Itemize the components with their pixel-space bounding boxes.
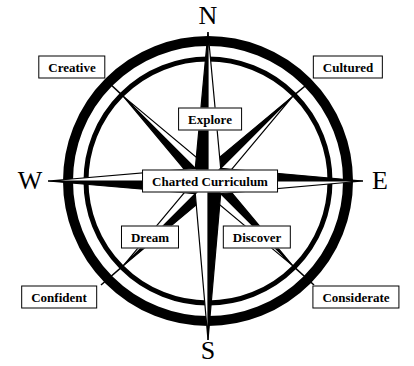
compass-direction: N bbox=[199, 2, 218, 30]
leader-ray bbox=[293, 82, 310, 96]
compass-direction: E bbox=[372, 167, 388, 195]
value-box: Explore bbox=[178, 108, 242, 131]
value-box: Cultured bbox=[313, 56, 383, 79]
box-label: Cultured bbox=[323, 60, 373, 75]
value-box: Considerate bbox=[312, 286, 399, 309]
box-label: Explore bbox=[188, 112, 232, 127]
value-box: Creative bbox=[38, 56, 105, 79]
leader-ray bbox=[108, 82, 123, 96]
star-point bbox=[195, 181, 208, 340]
star-point bbox=[208, 181, 221, 340]
value-box: Discover bbox=[223, 226, 291, 249]
compass-direction: W bbox=[18, 167, 43, 195]
compass-direction: S bbox=[201, 337, 215, 365]
value-box: Dream bbox=[121, 226, 179, 249]
value-box: Charted Curriculum bbox=[142, 170, 278, 193]
box-label: Considerate bbox=[322, 290, 389, 305]
leader-ray bbox=[101, 266, 123, 285]
star-point bbox=[195, 32, 208, 181]
box-label: Charted Curriculum bbox=[152, 174, 268, 189]
leader-ray bbox=[293, 266, 314, 285]
value-box: Confident bbox=[21, 286, 97, 309]
box-label: Creative bbox=[48, 60, 95, 75]
box-label: Confident bbox=[31, 290, 87, 305]
box-label: Dream bbox=[131, 230, 169, 245]
box-label: Discover bbox=[233, 230, 281, 245]
star-point bbox=[208, 32, 221, 181]
